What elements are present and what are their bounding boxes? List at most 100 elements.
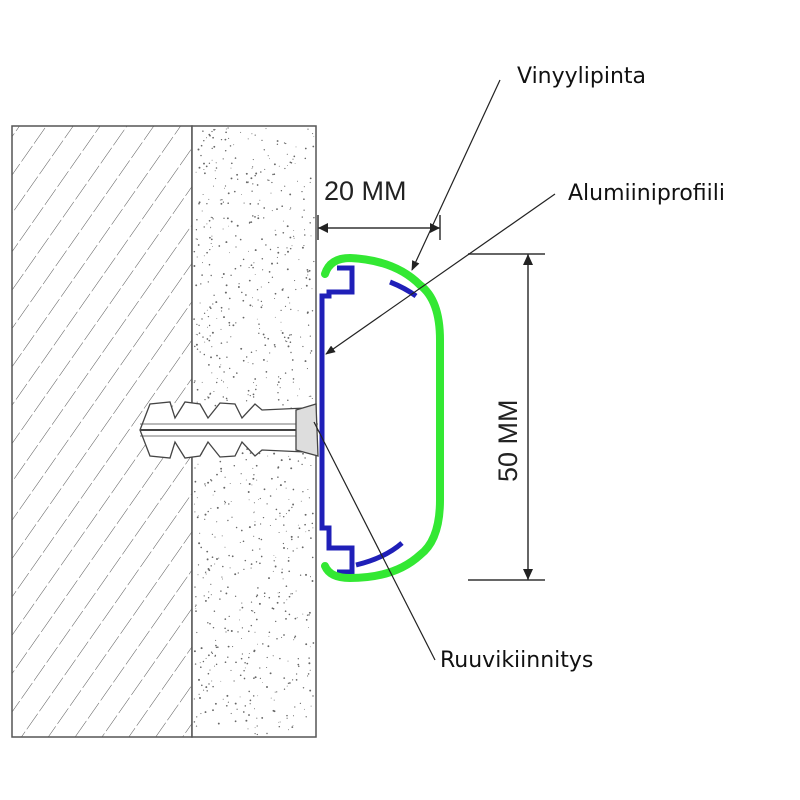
plaster-speckle [269,248,272,251]
plaster-speckle [230,712,232,715]
plaster-speckle [228,615,230,618]
plaster-speckle [304,457,306,459]
plaster-speckle [211,130,213,133]
plaster-speckle [248,653,250,654]
plaster-speckle [288,729,289,731]
plaster-speckle [244,559,247,562]
plaster-speckle [308,662,311,665]
plaster-speckle [299,574,302,576]
plaster-speckle [250,264,253,267]
plaster-speckle [195,596,197,598]
plaster-speckle [286,247,288,249]
plaster-speckle [230,162,233,165]
plaster-speckle [210,242,212,245]
plaster-speckle [283,524,285,526]
plaster-speckle [266,360,268,362]
plaster-speckle [194,380,196,382]
plaster-speckle [241,606,244,609]
plaster-speckle [246,662,249,665]
plaster-speckle [285,585,288,588]
plaster-speckle [254,708,255,710]
plaster-speckle [200,283,202,285]
plaster-speckle [289,341,292,343]
plaster-speckle [212,136,214,139]
plaster-speckle [290,535,293,538]
plaster-speckle [251,549,254,551]
plaster-speckle [207,672,210,675]
plaster-speckle [229,567,231,569]
plaster-speckle [215,162,217,164]
plaster-speckle [239,696,241,698]
plaster-speckle [284,480,286,483]
plaster-speckle [292,725,294,727]
plaster-speckle [284,254,286,256]
plaster-speckle [287,336,290,339]
plaster-speckle [257,215,259,217]
plaster-speckle [307,675,309,677]
plaster-speckle [280,309,282,312]
plaster-speckle [259,667,261,669]
plaster-speckle [271,607,274,610]
plaster-speckle [235,246,237,248]
plaster-speckle [252,363,254,365]
plaster-speckle [198,166,201,169]
plaster-speckle [266,732,268,735]
plaster-speckle [220,328,222,330]
plaster-speckle [257,587,259,589]
plaster-speckle [211,346,213,348]
plaster-speckle [220,590,222,592]
plaster-speckle [200,713,202,715]
plaster-speckle [275,488,277,490]
plaster-speckle [254,174,256,177]
plaster-speckle [282,287,284,290]
plaster-speckle [203,139,205,142]
plaster-speckle [236,372,238,374]
plaster-speckle [311,512,314,515]
plaster-speckle [266,503,268,505]
plaster-speckle [267,455,269,457]
plaster-speckle [195,725,198,727]
plaster-speckle [308,395,310,397]
plaster-speckle [237,178,239,180]
plaster-speckle [249,304,252,307]
plaster-speckle [203,255,205,257]
plaster-speckle [228,503,230,505]
plaster-speckle [198,542,201,545]
plaster-speckle [257,695,259,697]
plaster-speckle [249,221,251,224]
plaster-speckle [235,235,237,237]
plaster-speckle [248,656,250,659]
plaster-speckle [199,351,201,353]
plaster-speckle [256,594,259,597]
plaster-speckle [252,610,254,612]
plaster-speckle [197,564,200,566]
plaster-speckle [206,223,208,225]
plaster-speckle [250,624,253,627]
plaster-speckle [210,274,212,277]
plaster-speckle [239,619,240,621]
plaster-speckle [251,133,253,135]
plaster-speckle [226,399,228,401]
plaster-speckle [248,250,249,252]
plaster-speckle [301,190,303,193]
plaster-speckle [202,577,204,579]
plaster-speckle [262,516,265,519]
plaster-speckle [241,653,244,655]
plaster-speckle [220,342,223,344]
plaster-speckle [308,611,311,614]
plaster-speckle [194,480,197,483]
plaster-speckle [308,278,311,281]
plaster-speckle [249,394,251,397]
plaster-speckle [229,252,230,254]
plaster-speckle [195,229,198,231]
plaster-speckle [194,345,196,348]
plaster-speckle [287,164,289,166]
plaster-speckle [263,217,265,219]
plaster-speckle [312,133,314,135]
plaster-speckle [245,719,248,722]
plaster-speckle [243,202,245,204]
plaster-speckle [296,617,298,619]
plaster-speckle [223,486,226,489]
plaster-speckle [261,238,263,241]
plaster-speckle [210,216,212,218]
